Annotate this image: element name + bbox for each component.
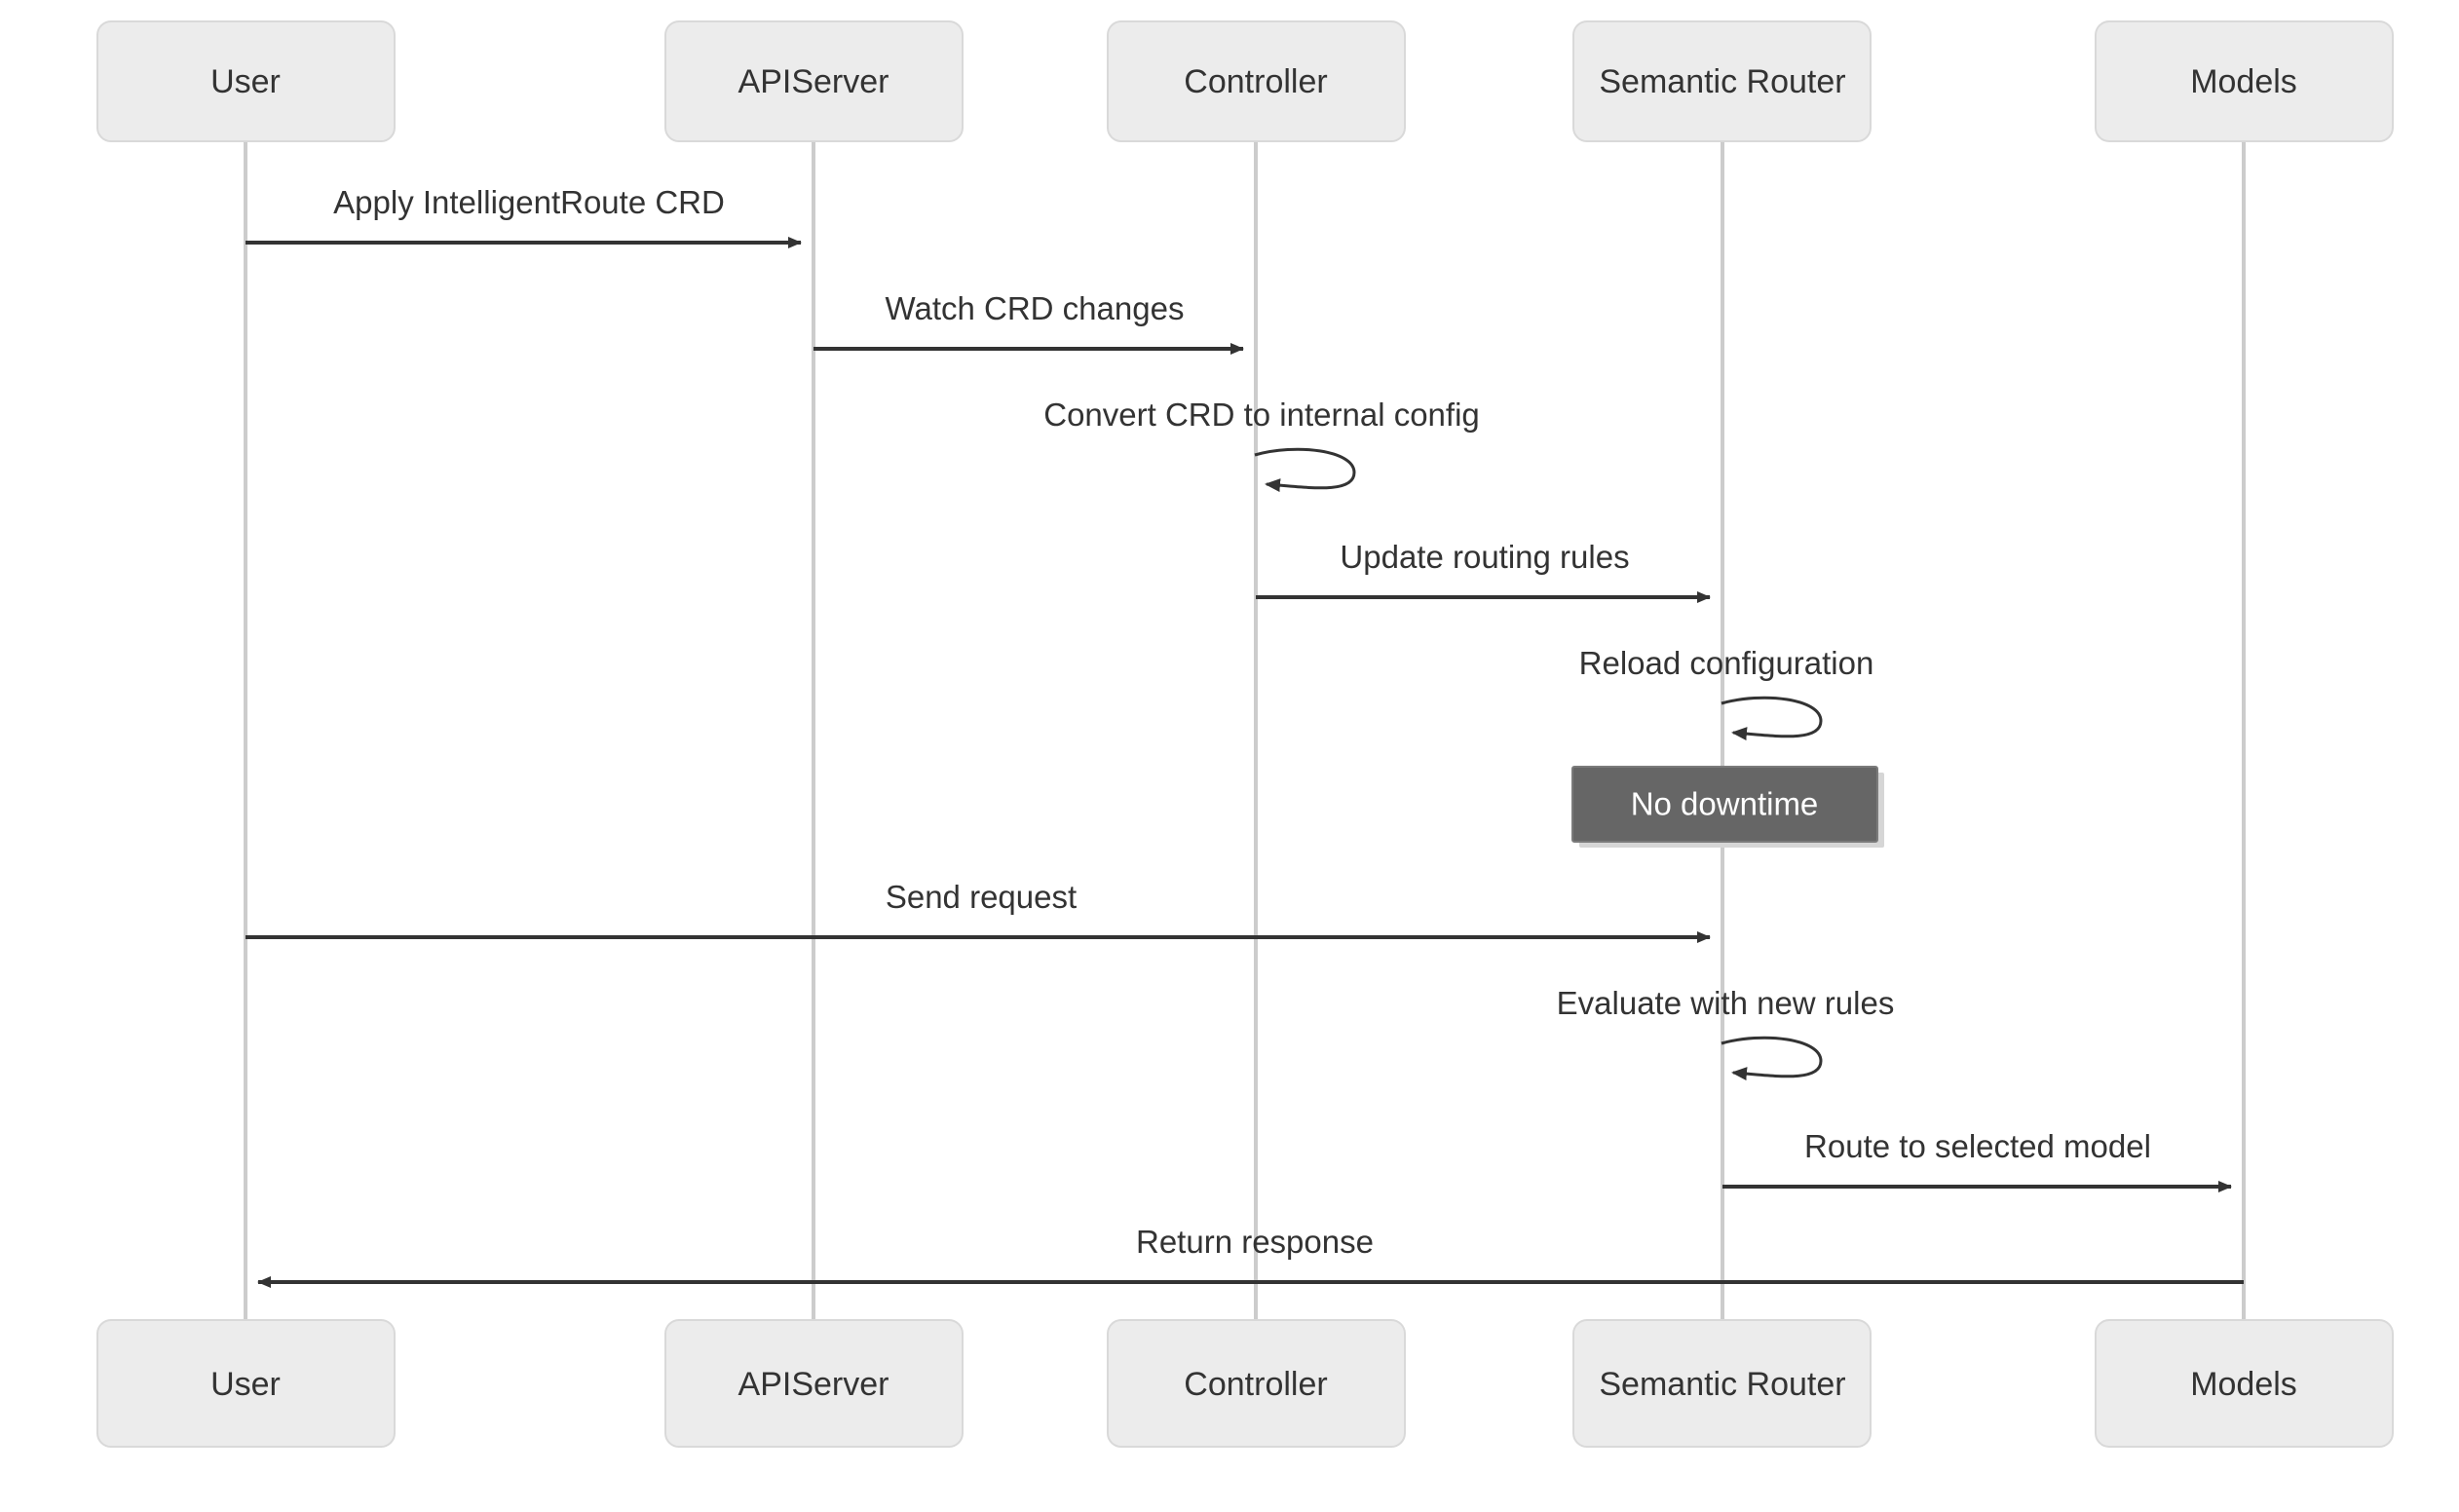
actor-box-rect — [2095, 1319, 2394, 1448]
lifelines-group — [244, 141, 2246, 1320]
self-loop-arrow — [1721, 1036, 1823, 1081]
actor-box-rect — [664, 20, 964, 142]
message-return-response: Return response — [257, 1224, 2244, 1288]
actor-box-apiserver-bottom[interactable]: APIServer — [664, 1319, 964, 1448]
message-label: Update routing rules — [1340, 539, 1629, 575]
actor-label-controller-bottom: Controller — [1184, 1366, 1327, 1403]
message-route-to-selected-model: Route to selected model — [1722, 1128, 2232, 1192]
actor-label-router-top: Semantic Router — [1599, 63, 1845, 100]
actor-box-controller-top[interactable]: Controller — [1107, 20, 1406, 142]
actor-box-user-top[interactable]: User — [96, 20, 396, 142]
message-label: Route to selected model — [1804, 1128, 2151, 1164]
actor-box-models-bottom[interactable]: Models — [2095, 1319, 2394, 1448]
actor-box-apiserver-top[interactable]: APIServer — [664, 20, 964, 142]
self-loop-arrow — [1254, 447, 1356, 493]
actor-box-rect — [1572, 20, 1872, 142]
actor-box-rect — [1107, 1319, 1406, 1448]
self-loop-arrow — [1721, 696, 1823, 741]
message-reload-configuration: Reload configuration — [1579, 645, 1874, 741]
actor-box-rect — [96, 1319, 396, 1448]
actor-box-rect — [96, 20, 396, 142]
actor-label-router-bottom: Semantic Router — [1599, 1366, 1845, 1403]
actor-label-models-top: Models — [2190, 63, 2297, 100]
note-rect — [1571, 766, 1878, 843]
message-evaluate-with-new-rules: Evaluate with new rules — [1557, 985, 1895, 1081]
message-label: Apply IntelligentRoute CRD — [333, 184, 725, 220]
actor-box-user-bottom[interactable]: User — [96, 1319, 396, 1448]
message-label: Reload configuration — [1579, 645, 1874, 681]
actor-box-rect — [1572, 1319, 1872, 1448]
actor-label-apiserver-bottom: APIServer — [738, 1366, 889, 1403]
message-send-request: Send request — [246, 879, 1711, 943]
message-apply-intelligentroute-crd: Apply IntelligentRoute CRD — [246, 184, 802, 248]
message-label: Convert CRD to internal config — [1043, 397, 1480, 433]
message-update-routing-rules: Update routing rules — [1256, 539, 1711, 603]
note-label: No downtime — [1631, 786, 1819, 822]
message-label: Evaluate with new rules — [1557, 985, 1895, 1021]
note-no-downtime[interactable]: No downtime — [1571, 766, 1884, 848]
actor-label-user-top: User — [210, 63, 281, 100]
message-label: Return response — [1136, 1224, 1374, 1260]
message-label: Watch CRD changes — [886, 290, 1185, 326]
actor-label-models-bottom: Models — [2190, 1366, 2297, 1403]
actor-label-user-bottom: User — [210, 1366, 281, 1403]
actor-box-router-top[interactable]: Semantic Router — [1572, 20, 1872, 142]
actor-label-controller-top: Controller — [1184, 63, 1327, 100]
actor-box-models-top[interactable]: Models — [2095, 20, 2394, 142]
message-watch-crd-changes: Watch CRD changes — [813, 290, 1244, 355]
actor-box-controller-bottom[interactable]: Controller — [1107, 1319, 1406, 1448]
actor-footer-row: User APIServer Controller Semantic Route… — [96, 1319, 2394, 1448]
actor-box-router-bottom[interactable]: Semantic Router — [1572, 1319, 1872, 1448]
message-label: Send request — [886, 879, 1077, 915]
actor-box-rect — [2095, 20, 2394, 142]
actor-box-rect — [664, 1319, 964, 1448]
actor-header-row: User APIServer Controller Semantic Route… — [96, 20, 2394, 142]
message-convert-crd-to-internal-config: Convert CRD to internal config — [1043, 397, 1480, 493]
actor-label-apiserver-top: APIServer — [738, 63, 889, 100]
actor-box-rect — [1107, 20, 1406, 142]
